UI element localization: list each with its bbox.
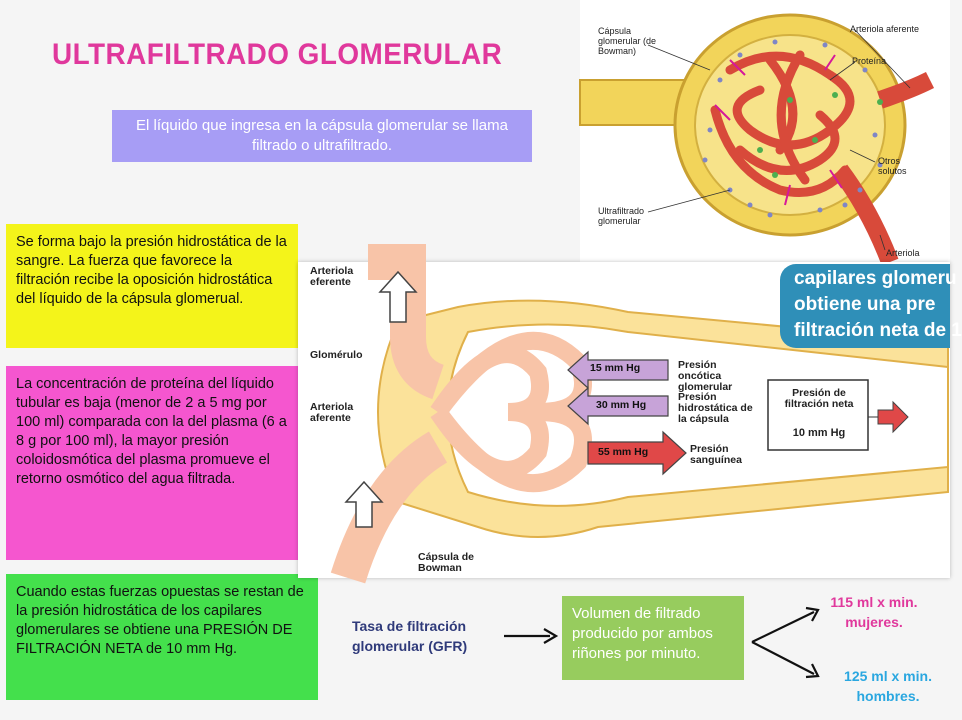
teal-line-2: obtiene una pre [794,294,936,315]
other-solutes-label: Otros solutos [878,156,907,176]
afferent-arteriole-label: Arteriola aferente [850,24,920,34]
gfr-arrow [504,628,559,644]
glomerulus-drawing [579,13,935,266]
teal-line-1: capilares glomeru [794,268,957,289]
teal-summary-box: capilares glomeru obtiene una pre filtra… [780,264,962,348]
afferent-arteriole-label-2: Arteriola aferente [310,401,354,424]
net-filtration-value: 10 mm Hg [792,427,846,439]
split-arrows [751,606,820,679]
women-rate: 115 ml x min. mujeres. [830,594,918,630]
men-rate: 125 ml x min. hombres. [844,668,932,704]
capsule-hydrostatic-value: 30 mm Hg [596,399,647,411]
net-filtration-text: Cuando estas fuerzas opuestas se restan … [16,584,304,657]
bowman-capsule-label: Cápsula de Bowman [418,551,475,574]
ultrafiltrate-label: Ultrafiltrado glomerular [598,206,645,226]
protein-label: Proteína [852,56,887,66]
glomerulus-label: Glomérulo [310,349,363,361]
arteriole-label: Arteriola [886,248,920,258]
definition-box: El líquido que ingresa en la cápsula glo… [112,110,532,162]
net-filtration-box: Cuando estas fuerzas opuestas se restan … [6,574,318,700]
efferent-arteriole-label: Arteriola eferente [310,265,354,288]
glomerulus-illustration: Cápsula glomerular (de Bowman) Arteriola… [579,0,950,266]
hydrostatic-pressure-box: Se forma bajo la presión hidrostática de… [6,224,298,348]
volume-box: Volumen de filtrado producido por ambos … [562,596,744,680]
capsule-label: Cápsula glomerular (de Bowman) [598,26,657,56]
teal-line-3: filtración neta de 1 [794,320,962,341]
blood-pressure-label: Presión sanguínea [690,443,742,466]
blood-pressure-value: 55 mm Hg [598,446,649,458]
hydrostatic-pressure-text: Se forma bajo la presión hidrostática de… [16,234,287,307]
oncotic-pressure-value: 15 mm Hg [590,362,641,374]
net-filtration-title: Presión de filtración neta [784,387,854,410]
definition-text: El líquido que ingresa en la cápsula glo… [136,117,508,154]
protein-concentration-box: La concentración de proteína del líquido… [6,366,298,560]
protein-concentration-text: La concentración de proteína del líquido… [16,376,287,487]
gfr-label: Tasa de filtración glomerular (GFR) [352,618,468,654]
oncotic-pressure-label: Presión oncótica glomerular [678,359,733,393]
page-title: ULTRAFILTRADO GLOMERULAR [52,38,503,71]
pressure-drawing [330,244,949,584]
capsule-hydrostatic-label: Presión hidrostática de la cápsula [678,391,753,425]
volume-text: Volumen de filtrado producido por ambos … [572,605,713,662]
